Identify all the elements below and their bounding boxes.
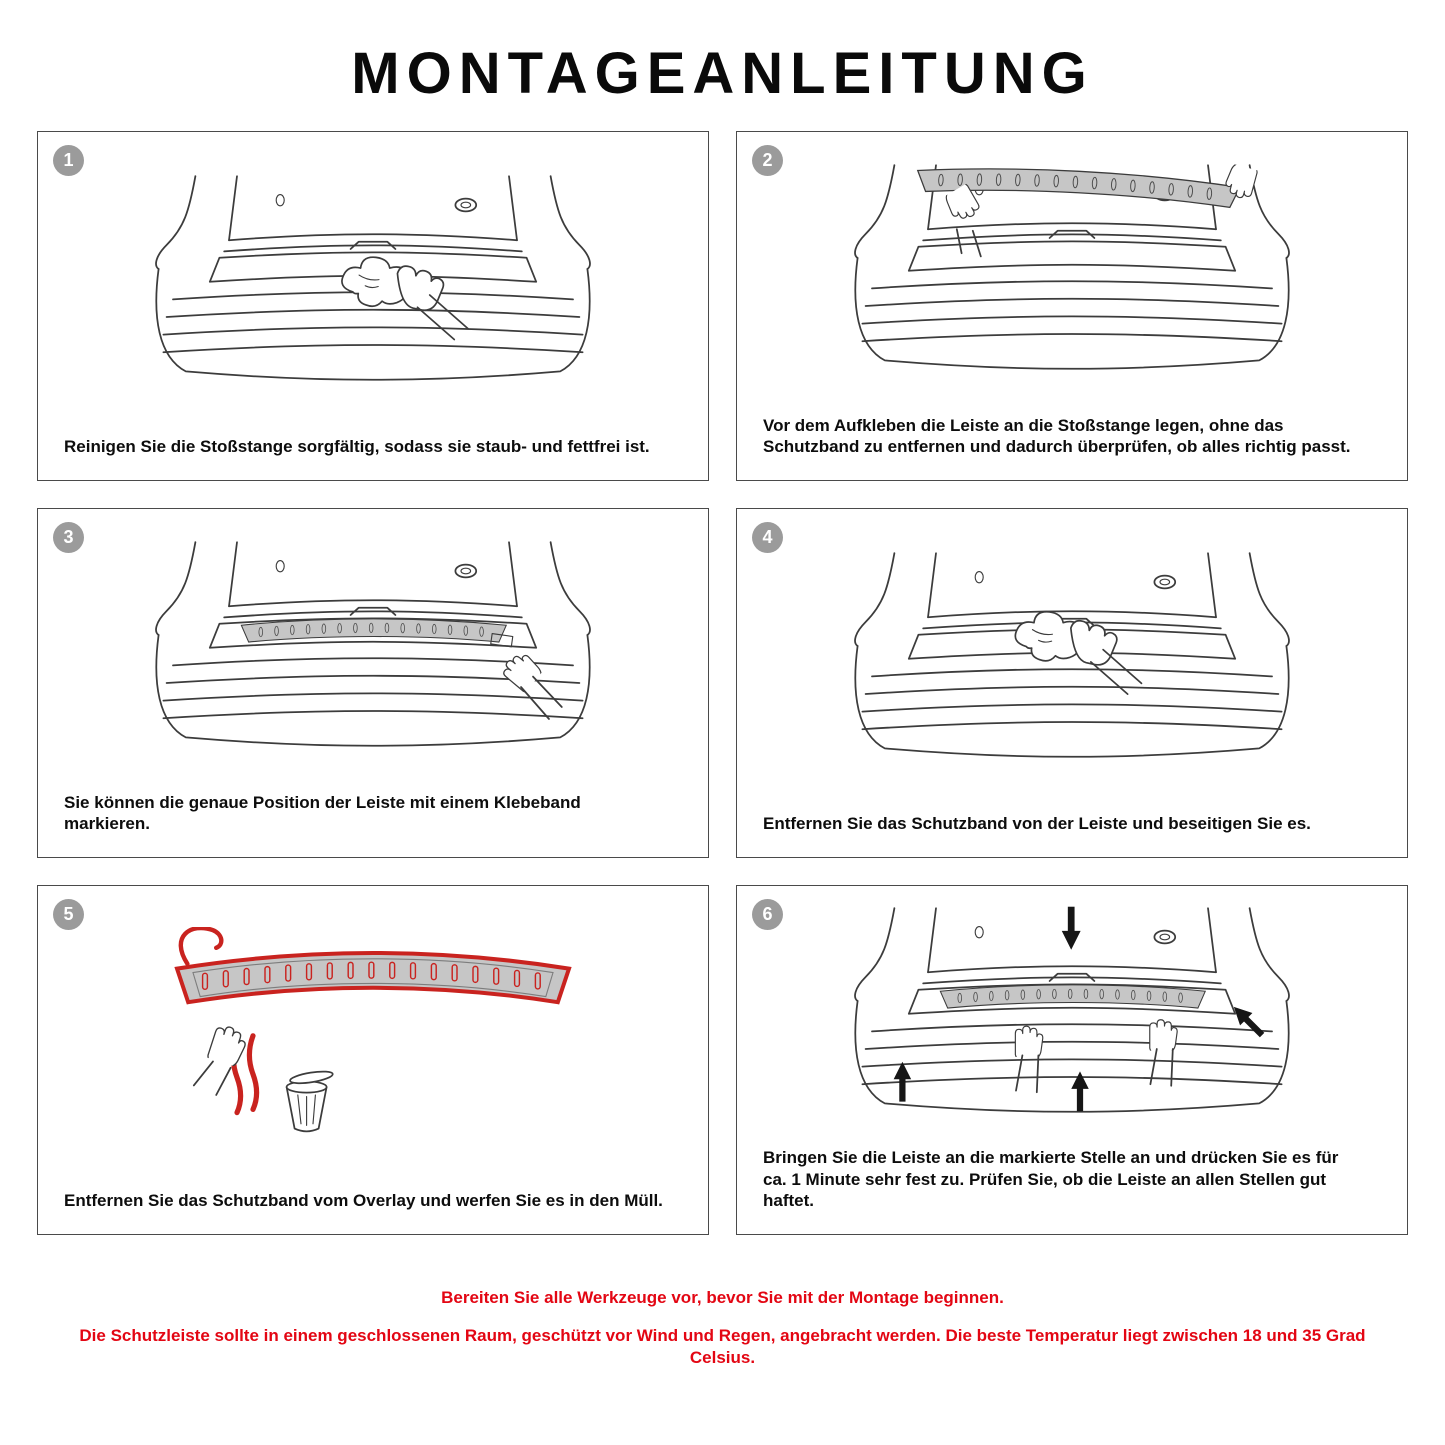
discard-hand-icon	[205, 1022, 250, 1069]
steps-grid: 1 Reinigen Sie die Stoßstange sorgfältig…	[0, 131, 1445, 1235]
film-strip-2-icon	[246, 1033, 260, 1113]
strip-positioning-illustration	[854, 162, 1290, 370]
step-2-number-badge: 2	[752, 145, 783, 176]
protective-strip-icon	[240, 618, 507, 643]
step-1-illustration	[52, 144, 694, 434]
page-title: MONTAGEANLEITUNG	[351, 41, 1094, 106]
footer-note-environment: Die Schutzleiste sollte in einem geschlo…	[79, 1326, 1366, 1368]
marking-hand-icon	[499, 648, 546, 697]
step-1-caption: Reinigen Sie die Stoßstange sorgfältig, …	[64, 437, 650, 457]
step-1-number-badge: 1	[53, 145, 84, 176]
step-2-caption: Vor dem Aufkleben die Leiste an die Stoß…	[763, 415, 1351, 457]
step-4-number-badge: 4	[752, 522, 783, 553]
step-3-number-badge: 3	[53, 522, 84, 553]
step-3-caption: Sie können die genaue Position der Leist…	[64, 792, 581, 834]
film-slots	[201, 961, 541, 991]
step-4-caption: Entfernen Sie das Schutzband von der Lei…	[763, 814, 1311, 834]
press-strip-illustration	[854, 906, 1290, 1114]
step-panel-3: 3 Sie können die genaue Position der Lei…	[37, 508, 709, 858]
footer-note-tools: Bereiten Sie alle Werkzeuge vor, bevor S…	[441, 1288, 1004, 1307]
step-6-number-badge: 6	[752, 899, 783, 930]
step-6-illustration	[751, 898, 1393, 1145]
step-panel-1: 1 Reinigen Sie die Stoßstange sorgfältig…	[37, 131, 709, 481]
step-3-illustration	[52, 521, 694, 790]
step-5-illustration	[52, 898, 694, 1188]
footer-notes: Bereiten Sie alle Werkzeuge vor, bevor S…	[0, 1287, 1445, 1369]
protective-strip-icon	[939, 984, 1206, 1010]
step-4-illustration	[751, 521, 1393, 811]
car-rear-cleaning-illustration	[155, 175, 591, 381]
trash-can-icon	[285, 1070, 334, 1133]
step-panel-2: 2 Vor dem Aufkleben die Leiste an die St…	[736, 131, 1408, 481]
discard-film-scene	[192, 1022, 334, 1133]
step-2-illustration	[751, 144, 1393, 413]
step-5-caption: Entfernen Sie das Schutzband vom Overlay…	[64, 1191, 663, 1211]
overlay-film-removal-illustration	[174, 927, 572, 1133]
step-6-caption: Bringen Sie die Leiste an die markierte …	[763, 1147, 1339, 1211]
strip-marking-illustration	[155, 541, 591, 747]
step-panel-5: 5	[37, 885, 709, 1235]
press-down-arrow-icon	[1061, 906, 1081, 951]
step-5-number-badge: 5	[53, 899, 84, 930]
step-panel-6: 6 Bringen Sie die Leiste an die markiert…	[736, 885, 1408, 1235]
overlay-strip-with-film-icon	[174, 927, 572, 1005]
film-peel-curl-icon	[178, 927, 224, 967]
step-panel-4: 4 Entfernen Sie das Schutzband von der L…	[736, 508, 1408, 858]
remove-tape-illustration	[854, 552, 1290, 758]
press-diagonal-arrow-icon	[1227, 1001, 1269, 1042]
masking-tape-icon	[490, 633, 514, 648]
